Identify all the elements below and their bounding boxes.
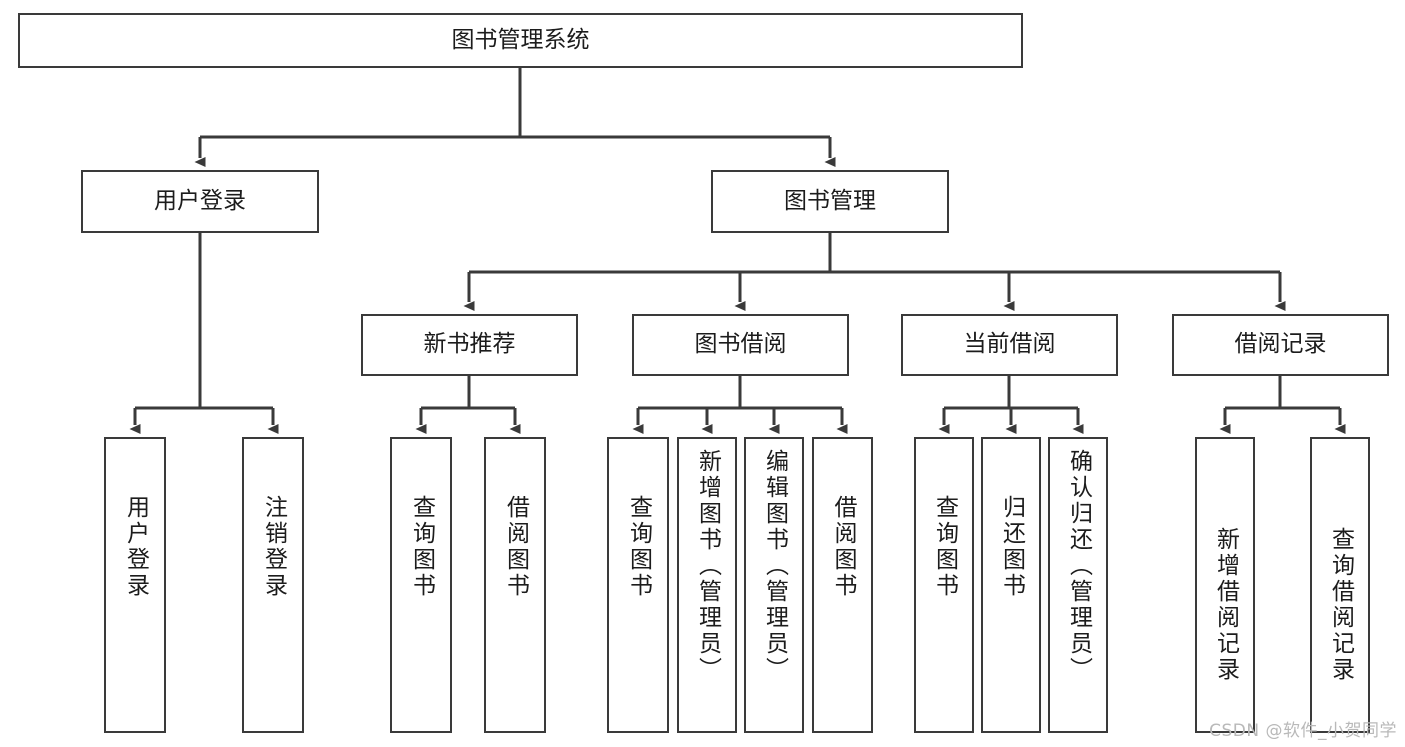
node-leaf-return-book[interactable]: 归还图书 [981,437,1041,733]
node-leaf-borrow-book-2[interactable]: 借阅图书 [812,437,873,733]
node-current-borrow[interactable]: 当前借阅 [901,314,1118,376]
node-leaf-query-book-3[interactable]: 查询图书 [914,437,974,733]
node-leaf-return-book-label: 归还图书 [998,495,1025,599]
node-root-label: 图书管理系统 [451,26,590,53]
node-leaf-query-book-3-label: 查询图书 [931,495,958,599]
node-leaf-add-record[interactable]: 新增借阅记录 [1195,437,1255,733]
node-root[interactable]: 图书管理系统 [18,13,1023,68]
node-current-borrow-label: 当前借阅 [963,331,1056,358]
node-leaf-logout-label: 注销登录 [260,495,287,599]
node-leaf-query-book-2-label: 查询图书 [625,495,652,599]
node-book-manage-label: 图书管理 [784,187,876,214]
node-borrow-record-label: 借阅记录 [1234,331,1327,358]
node-leaf-borrow-book-1-label: 借阅图书 [502,495,529,599]
node-new-book-recommend-label: 新书推荐 [423,331,516,358]
node-leaf-user-login-label: 用户登录 [122,495,149,599]
node-leaf-edit-book[interactable]: 编辑图书（管理员） [744,437,804,733]
node-book-borrow[interactable]: 图书借阅 [632,314,849,376]
node-leaf-user-login[interactable]: 用户登录 [104,437,166,733]
node-new-book-recommend[interactable]: 新书推荐 [361,314,578,376]
node-leaf-query-record-label: 查询借阅记录 [1327,527,1354,683]
node-user-login-label: 用户登录 [154,187,246,214]
node-leaf-confirm-return-label: 确认归还（管理员） [1065,449,1092,683]
node-leaf-query-book-1-label: 查询图书 [408,495,435,599]
node-borrow-record[interactable]: 借阅记录 [1172,314,1389,376]
node-leaf-logout[interactable]: 注销登录 [242,437,304,733]
node-leaf-confirm-return[interactable]: 确认归还（管理员） [1048,437,1108,733]
node-leaf-add-book[interactable]: 新增图书（管理员） [677,437,737,733]
node-leaf-add-book-label: 新增图书（管理员） [694,449,721,683]
node-leaf-edit-book-label: 编辑图书（管理员） [761,449,788,683]
node-leaf-add-record-label: 新增借阅记录 [1212,527,1239,683]
node-leaf-query-book-2[interactable]: 查询图书 [607,437,669,733]
node-leaf-borrow-book-1[interactable]: 借阅图书 [484,437,546,733]
node-book-borrow-label: 图书借阅 [694,331,787,358]
node-leaf-query-record[interactable]: 查询借阅记录 [1310,437,1370,733]
node-leaf-borrow-book-2-label: 借阅图书 [830,495,856,599]
node-book-manage[interactable]: 图书管理 [711,170,949,233]
node-leaf-query-book-1[interactable]: 查询图书 [390,437,452,733]
node-user-login[interactable]: 用户登录 [81,170,319,233]
